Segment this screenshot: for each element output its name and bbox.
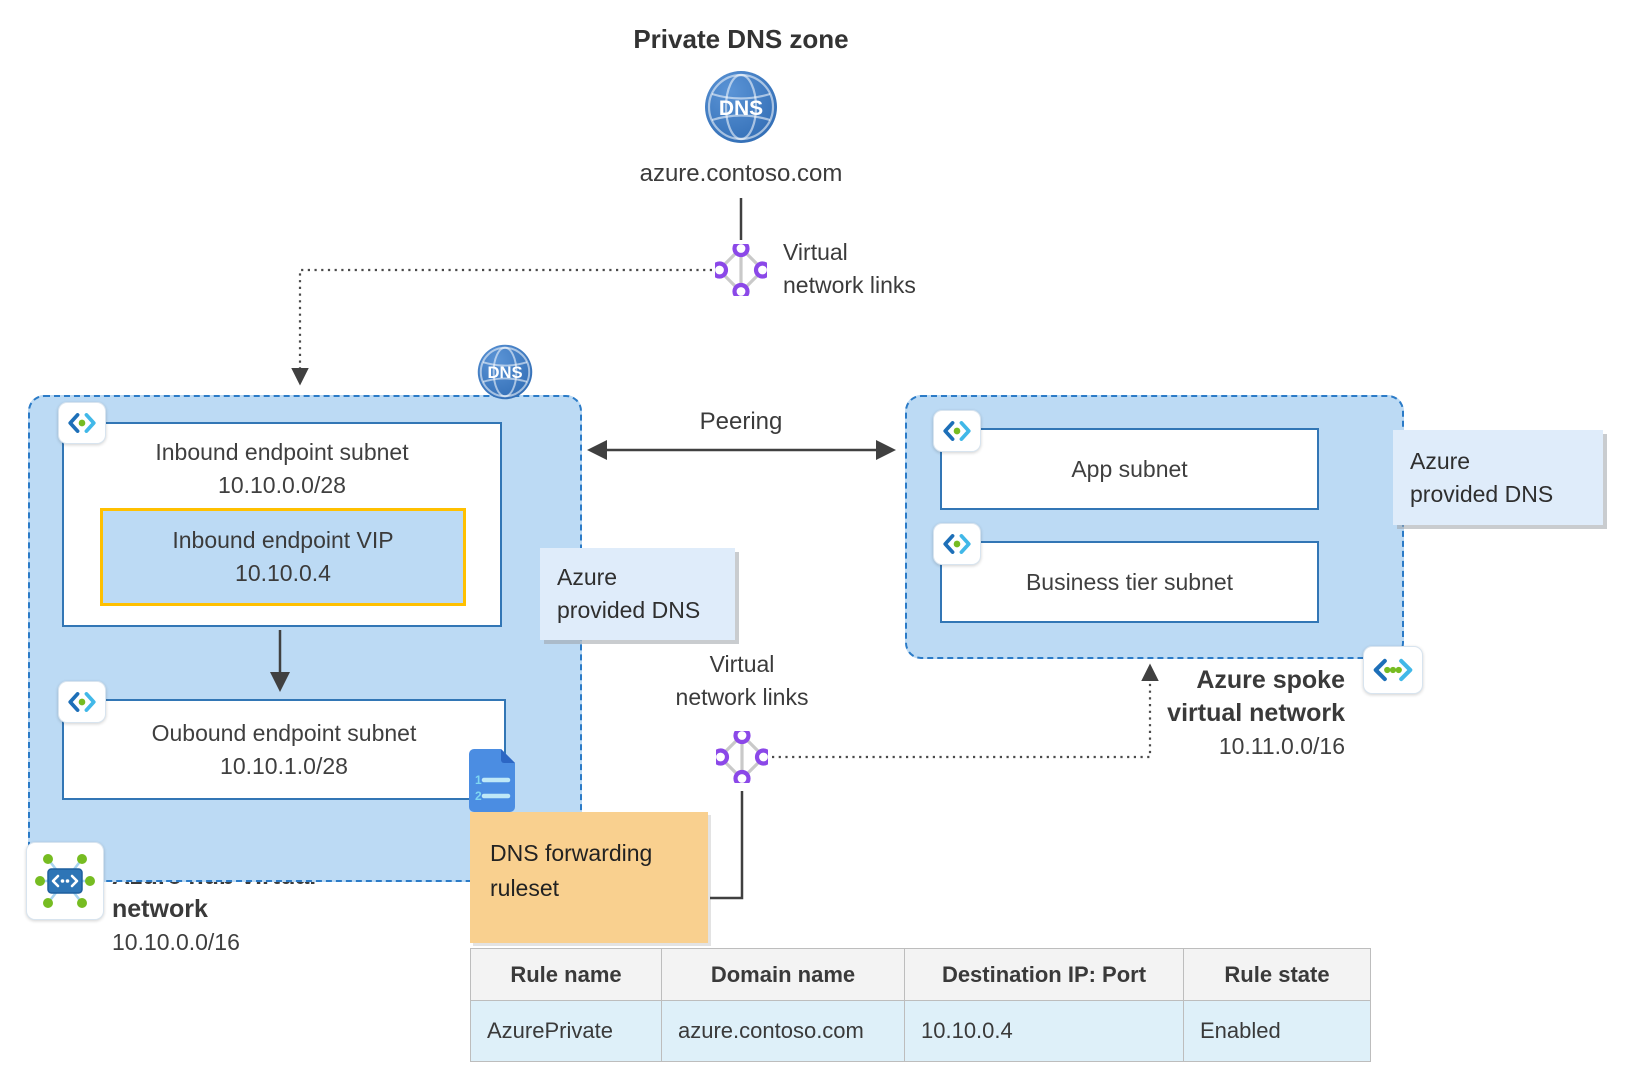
- peering-label: Peering: [699, 408, 783, 435]
- outbound-subnet-icon: [58, 681, 106, 723]
- outbound-subnet-cidr: 10.10.1.0/28: [220, 752, 348, 779]
- vnl-top-line1: Virtual: [783, 239, 848, 265]
- spoke-virtual-network-icon: [1363, 646, 1423, 694]
- business-subnet-icon: [933, 523, 981, 565]
- col-header-domain-name: Domain name: [661, 948, 905, 1001]
- document-line-number-1: 1: [475, 773, 482, 787]
- spoke-cidr: 10.11.0.0/16: [1218, 733, 1345, 759]
- ruleset-line2: ruleset: [490, 875, 560, 901]
- vnl-bottom-line1: Virtual: [709, 651, 775, 677]
- virtual-network-links-top-icon: [710, 239, 772, 301]
- col-header-rule-state: Rule state: [1183, 948, 1371, 1001]
- app-subnet-icon: [933, 410, 981, 452]
- table-header-row: Rule name Domain name Destination IP: Po…: [470, 948, 1371, 1001]
- business-subnet-label: Business tier subnet: [1025, 568, 1234, 595]
- inbound-subnet-icon: [58, 402, 106, 444]
- inbound-subnet-label: Inbound endpoint subnet: [155, 439, 409, 465]
- hub-virtual-network-icon: [26, 842, 104, 920]
- virtual-network-links-bottom-label: Virtual network links: [592, 648, 892, 714]
- inbound-subnet-cidr: 10.10.0.0/28: [218, 472, 346, 498]
- col-header-rule-name: Rule name: [470, 948, 662, 1001]
- cell-rule-name: AzurePrivate: [470, 1000, 662, 1062]
- dns-zone-domain: azure.contoso.com: [639, 160, 843, 187]
- dns-ruleset-document-icon: 1 2: [466, 746, 518, 812]
- table-row: AzurePrivate azure.contoso.com 10.10.0.4…: [470, 1000, 1371, 1062]
- azure-dns-hub-line2: provided DNS: [557, 597, 701, 623]
- hub-dns-globe-icon: DNS: [477, 344, 533, 400]
- col-header-destination: Destination IP: Port: [904, 948, 1184, 1001]
- app-subnet-label: App subnet: [1071, 455, 1188, 482]
- ruleset-line1: DNS forwarding: [490, 840, 653, 866]
- outbound-subnet-label: Oubound endpoint subnet: [151, 719, 417, 746]
- azure-provided-dns-spoke-note: Azure provided DNS: [1393, 430, 1603, 525]
- inbound-vip-box: Inbound endpoint VIP 10.10.0.4: [100, 508, 466, 606]
- vnl-top-line2: network links: [783, 272, 916, 298]
- dns-forwarding-ruleset-box: DNS forwarding ruleset: [470, 812, 708, 943]
- outbound-subnet-box: Oubound endpoint subnet 10.10.1.0/28: [62, 699, 506, 800]
- inbound-vip-ip: 10.10.0.4: [235, 560, 331, 586]
- hub-dns-globe-label: DNS: [487, 363, 522, 382]
- hub-name-line2: network: [112, 895, 208, 923]
- connector-links-to-ruleset: [710, 791, 744, 900]
- page-title: Private DNS zone: [633, 24, 849, 54]
- azure-provided-dns-hub-note: Azure provided DNS: [540, 548, 735, 640]
- app-subnet-box: App subnet: [940, 428, 1319, 510]
- cell-rule-state: Enabled: [1183, 1000, 1371, 1062]
- hub-cidr: 10.10.0.0/16: [112, 929, 240, 955]
- azure-dns-spoke-line2: provided DNS: [1410, 480, 1554, 507]
- vnl-bottom-line2: network links: [675, 684, 809, 710]
- azure-dns-hub-line1: Azure: [557, 564, 618, 590]
- cell-destination: 10.10.0.4: [904, 1000, 1184, 1062]
- dns-rules-table: Rule name Domain name Destination IP: Po…: [470, 948, 1371, 1062]
- spoke-vnet-label: Azure spoke virtual network 10.11.0.0/16: [1045, 664, 1345, 763]
- virtual-network-links-top-label: Virtual network links: [783, 236, 916, 302]
- virtual-network-links-bottom-icon: [711, 726, 773, 788]
- spoke-name-line2: virtual network: [1167, 699, 1345, 727]
- business-subnet-box: Business tier subnet: [940, 541, 1319, 623]
- inbound-vip-label: Inbound endpoint VIP: [172, 527, 394, 553]
- azure-dns-spoke-line1: Azure: [1410, 447, 1471, 474]
- dns-globe-svg: DNS: [705, 71, 777, 143]
- dns-zone-globe-label: DNS: [719, 97, 763, 120]
- spoke-name-line1: Azure spoke: [1196, 666, 1345, 694]
- document-line-number-2: 2: [475, 789, 482, 803]
- cell-domain-name: azure.contoso.com: [661, 1000, 905, 1062]
- dns-zone-globe-icon: DNS: [704, 70, 778, 144]
